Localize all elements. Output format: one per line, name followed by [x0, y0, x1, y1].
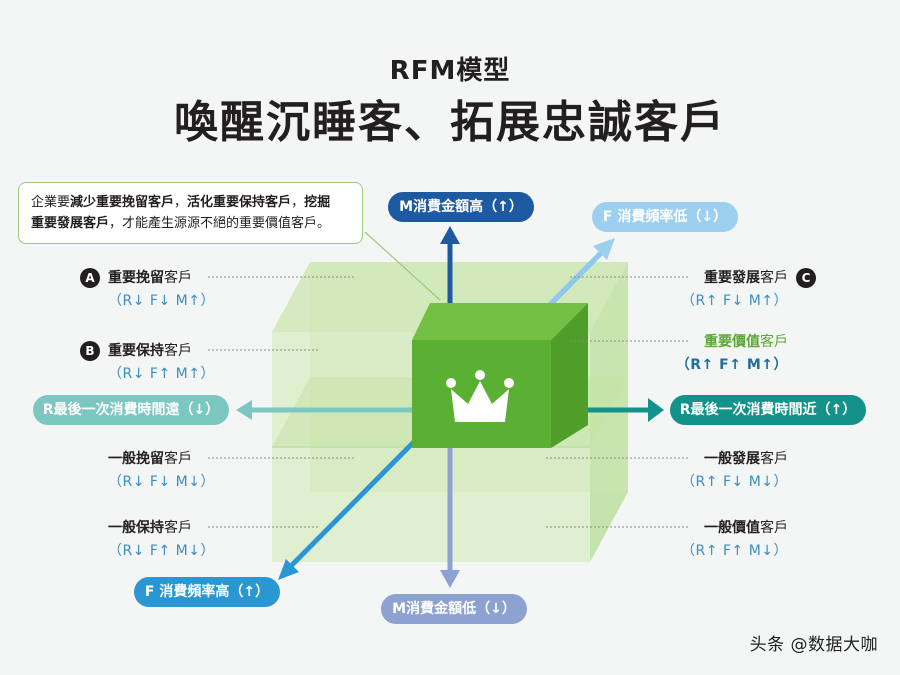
segment-name: 重要保持 [108, 343, 164, 359]
segment-suffix: 客戶 [760, 520, 788, 536]
segment-rfm: （R↓ F↑ M↑） [108, 366, 215, 382]
m-low-arrowhead [440, 570, 460, 588]
leader-lines [208, 276, 688, 528]
segment-suffix: 客戶 [760, 451, 788, 467]
segment-general-value: 一般價值客戶 （R↑ F↑ M↓） [681, 519, 788, 560]
segment-name: 一般發展 [704, 451, 760, 467]
page-title: 喚醒沉睡客、拓展忠誠客戶 [174, 97, 726, 148]
segment-rfm: （R↑ F↑ M↑） [675, 357, 788, 373]
axis-label-m-high: M消費金額高（↑） [388, 192, 534, 222]
segment-rfm: （R↓ F↓ M↑） [108, 293, 215, 309]
inner-cube [412, 303, 588, 448]
badge-c: C [796, 268, 816, 288]
axis-label-r-far: R最後一次消費時間遠（↓） [33, 395, 229, 425]
m-high-arrowhead [440, 226, 460, 244]
axis-label-f-high: F 消費頻率高（↑） [134, 577, 280, 607]
callout-text: 企業要 [31, 195, 71, 210]
r-far-arrowhead [236, 400, 252, 420]
segment-suffix: 客戶 [164, 270, 192, 286]
badge-b: B [80, 341, 100, 361]
segment-general-develop: 一般發展客戶 （R↑ F↓ M↓） [681, 450, 788, 491]
segment-name: 重要挽留 [108, 270, 164, 286]
segment-suffix: 客戶 [164, 451, 192, 467]
segment-important-retain: 重要挽留客戶 （R↓ F↓ M↑） [108, 269, 215, 310]
callout-bold: 重要發展客戶 [31, 216, 110, 231]
r-near-arrowhead [648, 398, 664, 422]
callout-box: 企業要減少重要挽留客戶，活化重要保持客戶，挖掘重要發展客戶，才能產生源源不絕的重… [18, 182, 363, 244]
segment-important-value: 重要價值客戶 （R↑ F↑ M↑） [676, 333, 788, 374]
segment-name: 重要發展 [704, 270, 760, 286]
segment-rfm: （R↑ F↓ M↓） [681, 474, 788, 490]
segment-rfm: （R↑ F↓ M↑） [681, 293, 788, 309]
callout-connector [364, 231, 441, 301]
subtitle: RFM模型 [389, 56, 511, 86]
segment-name: 一般價值 [704, 520, 760, 536]
callout-text: ， [291, 195, 305, 210]
segment-general-retain: 一般挽留客戶 （R↓ F↓ M↓） [108, 450, 215, 491]
crown-icon [446, 370, 514, 422]
segment-rfm: （R↓ F↓ M↓） [108, 474, 215, 490]
axis-label-m-low: M消費金額低（↓） [381, 594, 527, 624]
segment-suffix: 客戶 [760, 270, 788, 286]
callout-bold: 挖掘 [304, 195, 331, 210]
segment-name: 一般保持 [108, 520, 164, 536]
badge-a: A [80, 268, 100, 288]
callout-bold: 活化重要保持客戶 [187, 195, 292, 210]
segment-general-keep: 一般保持客戶 （R↓ F↑ M↓） [108, 519, 215, 560]
axis-label-f-low: F 消費頻率低（↓） [592, 202, 738, 232]
segment-suffix: 客戶 [164, 520, 192, 536]
segment-important-develop: 重要發展客戶 （R↑ F↓ M↑） [681, 269, 788, 310]
segment-name: 一般挽留 [108, 451, 164, 467]
segment-important-keep: 重要保持客戶 （R↓ F↑ M↑） [108, 342, 215, 383]
segment-rfm: （R↓ F↑ M↓） [108, 543, 215, 559]
callout-bold: 減少重要挽留客戶 [70, 195, 175, 210]
callout-text: ， [174, 195, 188, 210]
segment-rfm: （R↑ F↑ M↓） [681, 543, 788, 559]
segment-suffix: 客戶 [760, 334, 788, 350]
watermark: 头条 @数据大咖 [749, 635, 878, 655]
segment-name: 重要價值 [704, 334, 760, 350]
segment-suffix: 客戶 [164, 343, 192, 359]
axis-label-r-near: R最後一次消費時間近（↑） [670, 395, 866, 425]
f-high-arrowhead [278, 559, 299, 580]
callout-text: ，才能產生源源不絕的重要價值客戶。 [109, 216, 331, 231]
